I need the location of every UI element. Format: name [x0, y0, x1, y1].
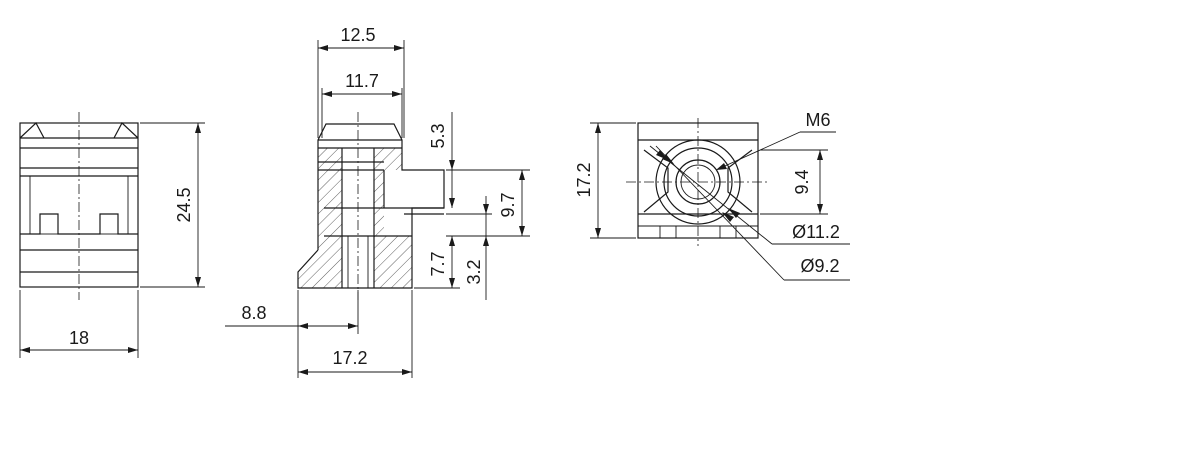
front-height-label: 24.5 — [174, 187, 194, 222]
front-view-left-notch — [19, 122, 45, 139]
thread-leader-line — [715, 131, 801, 171]
front-view-right-notch — [113, 122, 139, 139]
outer-diameter-label: Ø11.2 — [792, 222, 840, 242]
side-lug-height-label: 9.7 — [498, 192, 518, 217]
thread-label: M6 — [805, 110, 830, 130]
side-view-outline — [297, 123, 445, 289]
side-inner-width-label: 11.7 — [345, 71, 379, 91]
inner-diameter-leader-line — [655, 145, 785, 281]
front-view: 18 24.5 — [19, 112, 205, 358]
inner-diameter-label: Ø9.2 — [800, 256, 839, 276]
side-hole-offset-label: 8.8 — [241, 303, 266, 323]
side-top-width-label: 12.5 — [340, 25, 375, 45]
top-view: 17.2 9.4 M6 Ø11.2 Ø9.2 — [574, 110, 850, 281]
front-width-label: 18 — [69, 328, 89, 348]
top-view-left-wedge — [643, 149, 669, 213]
side-base-width-label: 17.2 — [332, 348, 367, 368]
side-base-height-label: 3.2 — [464, 259, 484, 284]
top-height-label: 17.2 — [574, 162, 594, 197]
side-top-offset-label: 5.3 — [428, 123, 448, 148]
side-view: 12.5 11.7 5.3 9.7 7.7 3.2 — [225, 25, 530, 378]
side-lower-height-label: 7.7 — [428, 251, 448, 276]
top-inner-height-label: 9.4 — [792, 169, 812, 194]
